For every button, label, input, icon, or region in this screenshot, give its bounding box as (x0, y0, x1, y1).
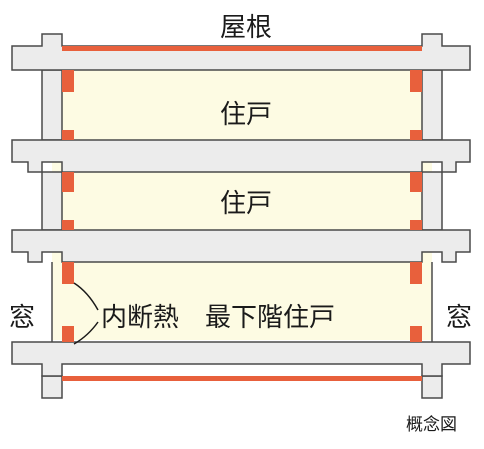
inner-insulation-label: 内断熱 (101, 303, 179, 333)
room-bottom (52, 252, 432, 340)
right-column-base (421, 375, 443, 399)
room-middle (52, 162, 432, 242)
insulation-left-3b (62, 326, 74, 342)
insulation-layers (62, 46, 422, 381)
room-upper (52, 70, 432, 152)
right-column-middle (421, 171, 443, 231)
leader-upper (73, 282, 99, 311)
window-openings (51, 262, 433, 342)
window-right-label: 窓 (446, 303, 472, 333)
columns (41, 69, 443, 399)
insulation-left-2 (62, 172, 74, 192)
left-column-middle (41, 171, 63, 231)
insulation-right-2 (410, 172, 422, 192)
left-column-upper (41, 69, 63, 141)
unit-bottom-label: 最下階住戸 (205, 303, 335, 333)
slabs (11, 33, 471, 377)
insulation-right-1b (410, 130, 422, 140)
roof-underside-insulation (62, 46, 422, 51)
insulation-right-2b (410, 220, 422, 230)
insulation-right-3 (410, 262, 422, 284)
floor-slab-1 (11, 139, 471, 173)
floor-slab-2 (11, 229, 471, 263)
insulation-left-1 (62, 70, 74, 92)
right-column-upper (421, 69, 443, 141)
bottom-slab-insulation (62, 376, 422, 381)
unit-upper-label: 住戸 (220, 100, 272, 130)
insulation-left-2b (62, 220, 74, 230)
unit-middle-label: 住戸 (220, 189, 272, 219)
insulation-leaders (73, 282, 99, 345)
insulation-right-1 (410, 70, 422, 92)
roof-label: 屋根 (220, 13, 272, 43)
insulation-left-3 (62, 262, 74, 284)
insulation-left-1b (62, 130, 74, 140)
leader-lower (73, 321, 99, 345)
left-column-base (41, 375, 63, 399)
room-fills (52, 70, 432, 340)
floor-slab-3 (11, 341, 471, 377)
window-left-label: 窓 (9, 303, 35, 333)
insulation-right-3b (410, 326, 422, 342)
caption-label: 概念図 (406, 414, 457, 435)
